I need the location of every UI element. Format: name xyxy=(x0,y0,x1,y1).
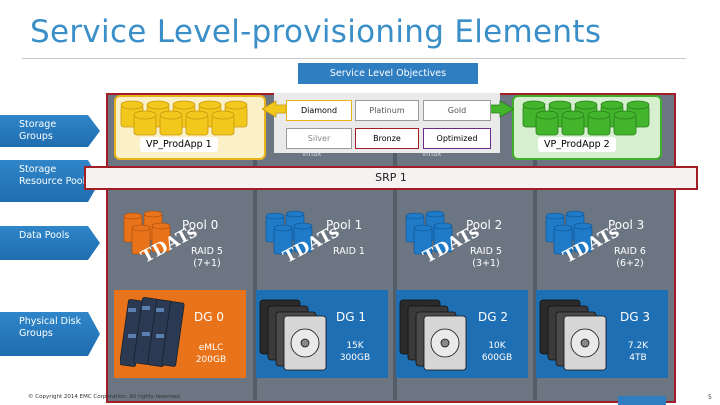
pool-1-title: Pool 1 xyxy=(326,218,363,232)
slo-diamond[interactable]: Diamond xyxy=(286,100,352,121)
pool-2-raid-config: (3+1) xyxy=(472,258,500,269)
slo-optimized[interactable]: Optimized xyxy=(423,128,491,149)
storage-group-1[interactable] xyxy=(114,95,266,160)
green-disks-icon xyxy=(522,100,650,136)
pool-3-raid-config: (6+2) xyxy=(616,258,644,269)
dg-1-capacity: 300GB xyxy=(339,353,371,363)
dg-0-media: eMLC xyxy=(198,343,224,353)
copyright: © Copyright 2014 EMC Corporation. All ri… xyxy=(28,394,182,400)
dg-2-capacity: 600GB xyxy=(481,353,513,363)
dg-3-spec: 7.2K 4TB xyxy=(616,340,660,364)
footer-accent-bar xyxy=(618,396,666,405)
pool-1-raid: RAID 1 xyxy=(324,246,374,258)
disk-group-2[interactable]: DG 2 10K 600GB xyxy=(396,290,528,378)
hard-drives-icon xyxy=(399,299,467,371)
storage-group-1-label: VP_ProdApp 1 xyxy=(140,137,218,152)
chassis-label-1: vmax xyxy=(302,150,322,158)
slo-gold[interactable]: Gold xyxy=(423,100,491,121)
pool-0-title: Pool 0 xyxy=(182,218,219,232)
orange-disks-icon xyxy=(123,210,171,255)
dg-0-capacity: 200GB xyxy=(195,355,227,365)
pool-1-raid-level: RAID 1 xyxy=(333,246,365,257)
dg-2-media: 10K xyxy=(488,341,506,351)
pool-0-raid: RAID 5(7+1) xyxy=(182,246,232,270)
pool-3-title: Pool 3 xyxy=(608,218,645,232)
dg-1-title: DG 1 xyxy=(336,310,366,324)
disk-group-1[interactable]: DG 1 15K 300GB xyxy=(256,290,388,378)
pool-3-raid-level: RAID 6 xyxy=(614,246,646,257)
chassis-columns xyxy=(253,150,537,400)
dg-3-title: DG 3 xyxy=(620,310,650,324)
dg-3-media: 7.2K xyxy=(627,341,649,351)
slo-silver[interactable]: Silver xyxy=(286,128,352,149)
pool-2[interactable]: TDATs Pool 2 RAID 5(3+1) xyxy=(396,198,528,288)
dg-0-spec: eMLC 200GB xyxy=(186,342,236,366)
slo-header: Service Level Objectives xyxy=(298,63,478,84)
pool-3[interactable]: TDATs Pool 3 RAID 6(6+2) xyxy=(536,198,668,288)
dg-1-media: 15K xyxy=(346,341,364,351)
dg-1-spec: 15K 300GB xyxy=(330,340,380,364)
pool-3-raid: RAID 6(6+2) xyxy=(602,246,658,270)
blue-disks-icon xyxy=(265,210,313,255)
flash-drives-icon xyxy=(120,297,185,367)
dg-3-capacity: 4TB xyxy=(629,353,647,363)
physical-disk-groups-text: Physical Disk Groups xyxy=(19,316,82,339)
label-storage-groups: Storage Groups xyxy=(0,115,100,147)
gold-disks-icon xyxy=(120,100,248,136)
pool-2-title: Pool 2 xyxy=(466,218,503,232)
storage-group-2-label: VP_ProdApp 2 xyxy=(538,137,616,152)
disk-group-3[interactable]: DG 3 7.2K 4TB xyxy=(536,290,668,378)
pool-2-raid: RAID 5(3+1) xyxy=(458,246,514,270)
pool-1[interactable]: TDATs Pool 1 RAID 1 xyxy=(256,198,388,288)
storage-groups-text: Storage Groups xyxy=(19,119,57,142)
chassis-label-2: vmax xyxy=(422,150,442,158)
page-title: Service Level-provisioning Elements xyxy=(30,14,602,50)
label-srp: Storage Resource Pools xyxy=(0,160,100,202)
slo-platinum[interactable]: Platinum xyxy=(355,100,419,121)
srp-bar[interactable]: SRP 1 xyxy=(84,166,698,190)
slo-bronze[interactable]: Bronze xyxy=(355,128,419,149)
hard-drives-icon xyxy=(539,299,607,371)
dg-2-title: DG 2 xyxy=(478,310,508,324)
disk-group-0[interactable]: DG 0 eMLC 200GB xyxy=(114,290,246,378)
pool-0[interactable]: TDATs Pool 0 RAID 5(7+1) xyxy=(114,198,246,288)
data-pools-text: Data Pools xyxy=(19,230,70,241)
pool-0-raid-config: (7+1) xyxy=(193,258,221,269)
page-number: 5 xyxy=(708,394,712,401)
pool-0-raid-level: RAID 5 xyxy=(191,246,223,257)
blue-disks-icon xyxy=(545,210,593,255)
label-data-pools: Data Pools xyxy=(0,226,100,260)
hard-drives-icon xyxy=(259,299,327,371)
dg-0-title: DG 0 xyxy=(194,310,224,324)
title-divider xyxy=(22,58,686,59)
pool-2-raid-level: RAID 5 xyxy=(470,246,502,257)
srp-text: Storage Resource Pools xyxy=(19,164,91,187)
blue-disks-icon xyxy=(405,210,453,255)
dg-2-spec: 10K 600GB xyxy=(470,340,524,364)
label-physical-disk-groups: Physical Disk Groups xyxy=(0,312,100,356)
